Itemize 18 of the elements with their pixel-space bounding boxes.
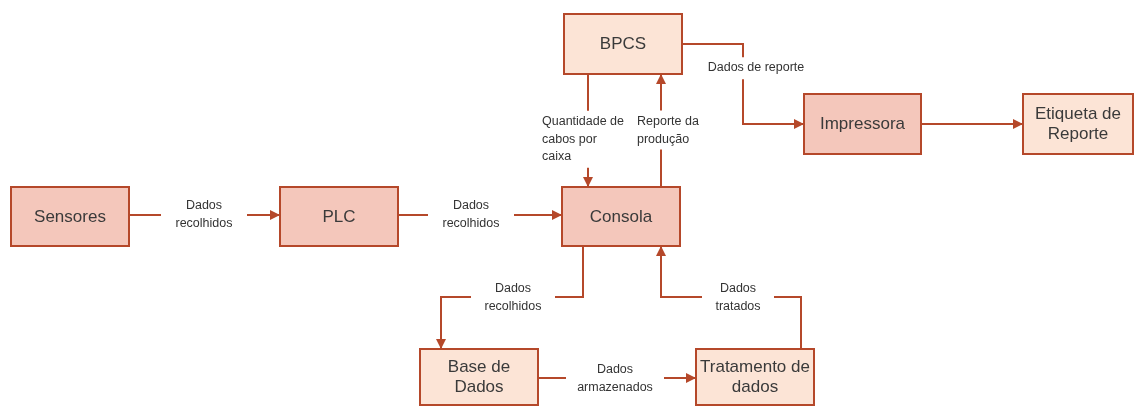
box-label: Impressora (820, 114, 905, 134)
box-label: Consola (589, 206, 653, 227)
box-label: PLC (322, 206, 356, 227)
box-label: Base de Dados (446, 357, 512, 397)
box-label: BPCS (599, 34, 647, 54)
process-box (279, 186, 399, 247)
box-label: Tratamento de dados (699, 357, 811, 397)
box-label: Sensores (34, 206, 106, 227)
arrow (682, 43, 804, 129)
process-box (695, 348, 815, 406)
arrow (921, 119, 1023, 129)
process-box (10, 186, 130, 247)
box-label: Etiqueta de Reporte (1034, 104, 1122, 144)
process-box (419, 348, 539, 406)
process-box (1022, 93, 1134, 155)
process-box (561, 186, 681, 247)
process-box (803, 93, 922, 155)
process-box (563, 13, 683, 75)
